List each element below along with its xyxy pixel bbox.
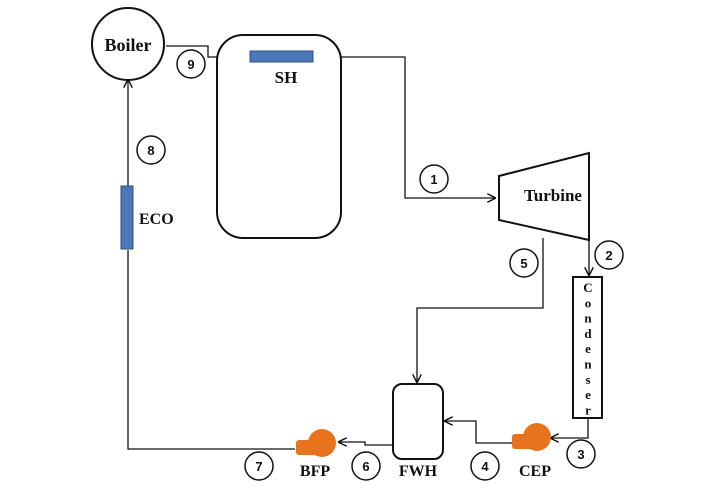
svg-text:9: 9 [187, 57, 194, 72]
state-point-1: 1 [419, 164, 449, 194]
flow-line-6 [339, 442, 393, 445]
state-point-9: 9 [176, 49, 206, 79]
svg-text:3: 3 [577, 447, 584, 462]
boiler-label: Boiler [105, 35, 152, 55]
state-point-2: 2 [594, 240, 624, 270]
superheater-label: SH [275, 68, 298, 87]
svg-text:1: 1 [430, 172, 437, 187]
superheater[interactable]: SH [249, 50, 314, 87]
economizer-label: ECO [139, 211, 174, 228]
svg-text:5: 5 [520, 256, 527, 271]
svg-text:4: 4 [481, 459, 489, 474]
state-point-3: 3 [566, 439, 596, 469]
state-point-6: 6 [351, 451, 381, 481]
condenser-letter: n [584, 357, 592, 372]
svg-text:7: 7 [255, 459, 262, 474]
flow-line-3 [551, 417, 589, 438]
condenser-letter: e [585, 387, 591, 402]
flow-line-5 [417, 238, 544, 382]
state-point-7: 7 [244, 451, 274, 481]
condenser-letter: C [583, 280, 592, 295]
boiler[interactable]: Boiler [91, 7, 165, 81]
turbine-label: Turbine [524, 186, 582, 205]
state-point-8: 8 [136, 135, 166, 165]
flow-line-4 [445, 421, 514, 444]
bfp-label: BFP [300, 463, 330, 480]
furnace-enclosure [216, 34, 342, 239]
turbine[interactable]: Turbine [498, 151, 590, 242]
state-point-4: 4 [470, 451, 500, 481]
condenser-letter: e [585, 341, 591, 356]
flow-line-1 [313, 56, 495, 198]
flow-line-7 [127, 250, 295, 450]
bfp-pump[interactable]: BFP [296, 429, 336, 480]
svg-text:2: 2 [605, 248, 612, 263]
condenser-letter: n [584, 311, 592, 326]
fwh-label: FWH [399, 463, 438, 480]
economizer[interactable]: ECO [120, 185, 174, 250]
cep-pump[interactable]: CEP [512, 423, 551, 480]
condenser-letter: d [584, 326, 592, 341]
svg-text:6: 6 [362, 459, 369, 474]
state-point-5: 5 [509, 248, 539, 278]
svg-text:8: 8 [147, 143, 154, 158]
cep-label: CEP [519, 463, 551, 480]
condenser-letter: r [585, 402, 591, 417]
feedwater-heater[interactable]: FWH [392, 383, 444, 480]
condenser-letter: o [585, 295, 592, 310]
condenser-letter: s [585, 372, 590, 387]
